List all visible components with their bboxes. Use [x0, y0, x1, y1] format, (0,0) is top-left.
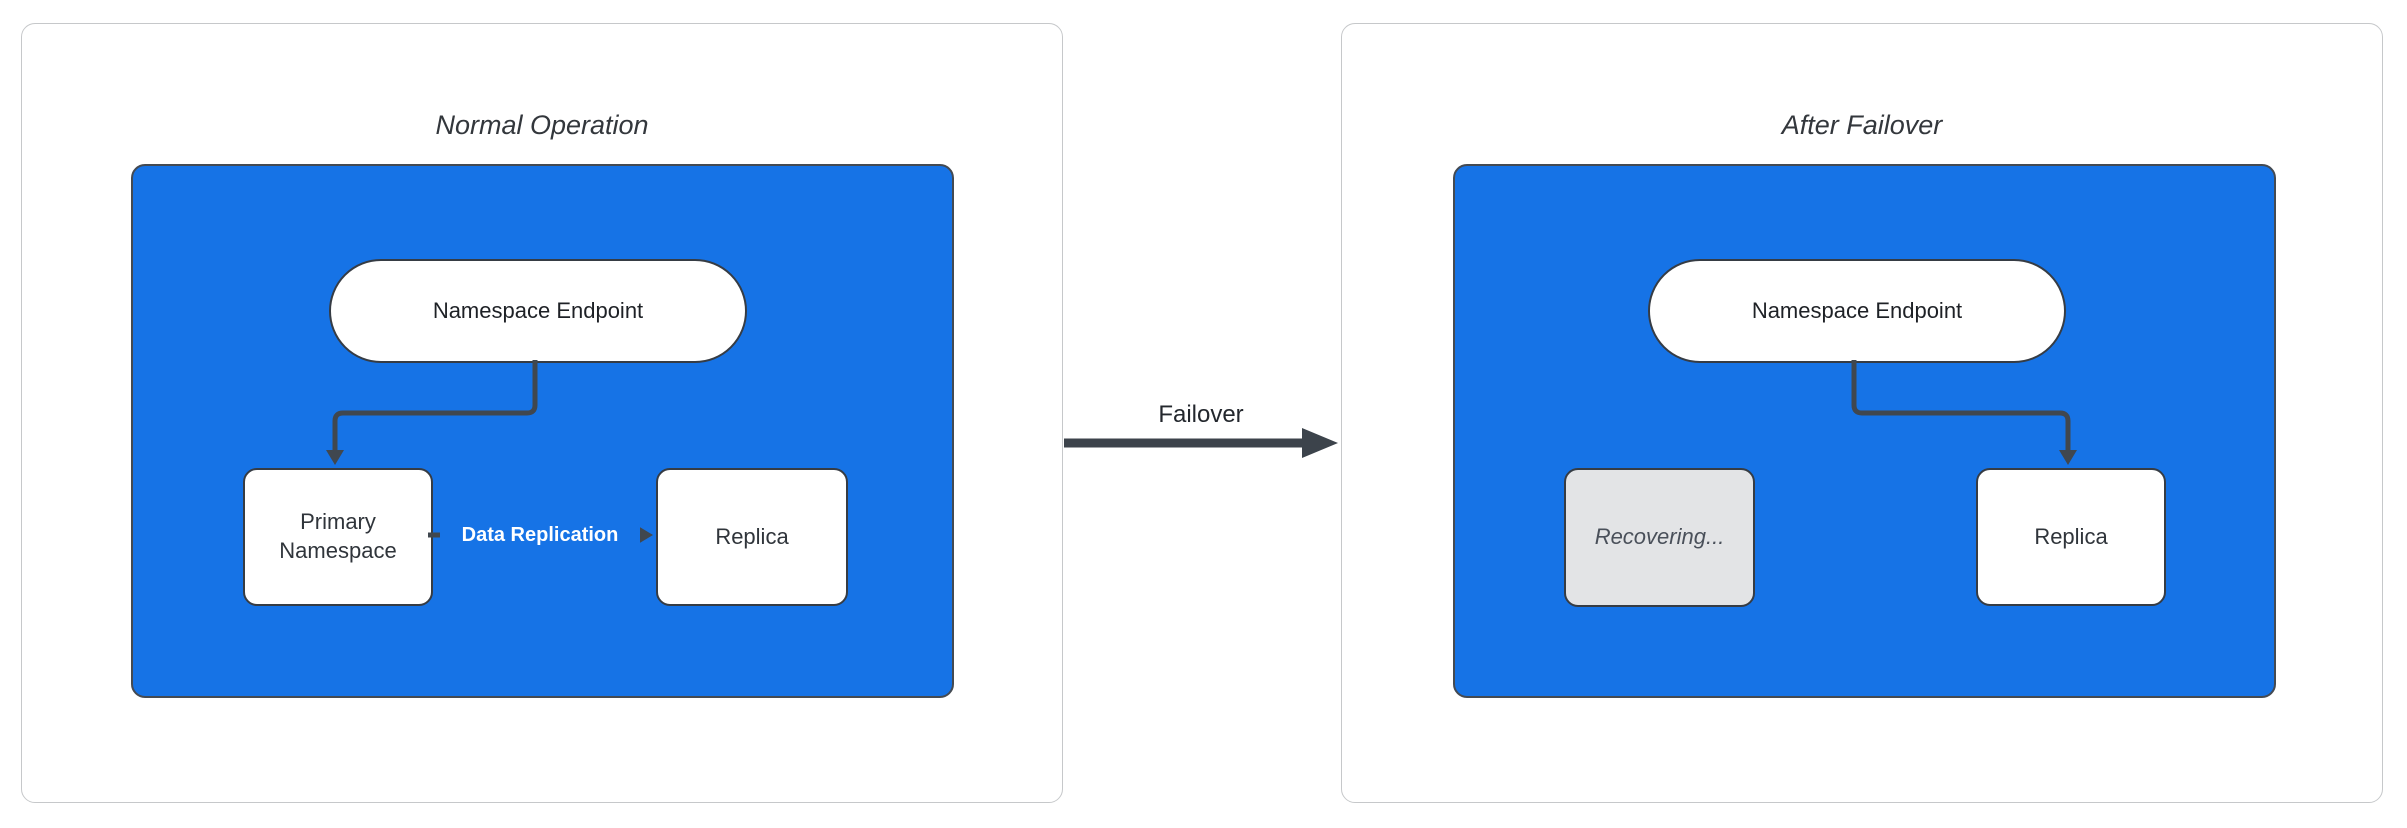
namespace-endpoint-node: Namespace Endpoint — [1648, 259, 2066, 363]
recovering-node: Recovering... — [1564, 468, 1755, 607]
failover-arrow — [1064, 428, 1338, 458]
cluster-after-failover: Namespace Endpoint Recovering... Replica — [1453, 164, 2276, 698]
data-replication-label: Data Replication — [440, 521, 640, 549]
panel-title-normal-operation: Normal Operation — [435, 110, 649, 140]
namespace-endpoint-node: Namespace Endpoint — [329, 259, 747, 363]
replica-node: Replica — [656, 468, 848, 606]
primary-namespace-node: Primary Namespace — [243, 468, 433, 606]
cluster-normal-operation: Namespace Endpoint Primary Namespace Rep… — [131, 164, 954, 698]
panel-normal-operation: Normal Operation Namespace Endpoint Prim… — [21, 23, 1063, 803]
panel-title-after-failover: After Failover — [1781, 110, 1943, 140]
replica-node: Replica — [1976, 468, 2166, 606]
failover-label: Failover — [1158, 401, 1244, 428]
panel-after-failover: After Failover Namespace Endpoint Recove… — [1341, 23, 2383, 803]
